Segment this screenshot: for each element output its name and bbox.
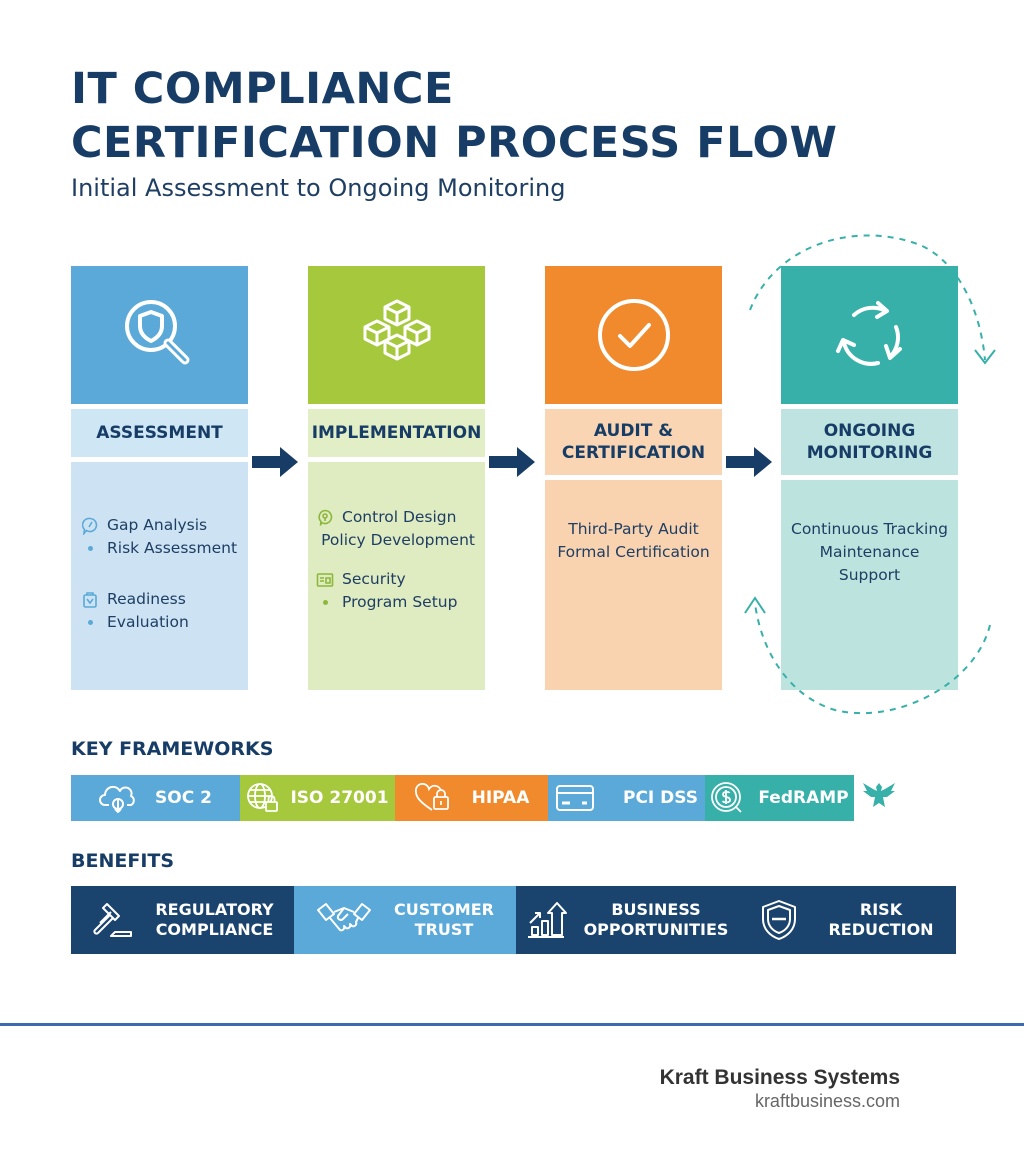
stage-icon-box (71, 266, 248, 404)
frameworks-heading: KEY FRAMEWORKS (71, 738, 274, 760)
eagle-icon (863, 783, 895, 807)
detail-text: Evaluation (107, 613, 189, 631)
detail-item: Gap Analysis (81, 514, 238, 537)
clipboard-icon (81, 591, 99, 609)
framework-soc2: SOC 2 (71, 775, 240, 821)
handshake-icon (317, 903, 372, 932)
gavel-icon (93, 903, 133, 937)
flow-arrow-icon (726, 447, 772, 477)
gauge-icon (81, 517, 99, 535)
growth-chart-icon (527, 902, 567, 938)
framework-iso27001: ISO 27001 (240, 775, 395, 821)
check-circle-icon (597, 299, 670, 371)
company-name: Kraft Business Systems (659, 1066, 900, 1089)
detail-item: Readiness (81, 588, 238, 611)
framework-hipaa: HIPAA (395, 775, 548, 821)
detail-text: Readiness (107, 590, 186, 608)
title-line-2: CERTIFICATION PROCESS FLOW (71, 118, 838, 168)
framework-pci-dss: PCI DSS (548, 775, 705, 821)
detail-item: Policy Development (316, 529, 475, 552)
refresh-cycle-icon (835, 301, 902, 366)
stage-icon-box (545, 266, 722, 404)
detail-text: Continuous Tracking (791, 520, 948, 538)
detail-text: Control Design (342, 508, 457, 526)
stage-ongoing-monitoring: ONGOING MONITORING Continuous Tracking M… (781, 266, 958, 690)
stage-details: Gap Analysis Risk Assessment Readiness E… (71, 462, 248, 690)
stage-implementation: IMPLEMENTATION Control Design Policy Dev… (308, 266, 485, 690)
detail-item: Control Design (316, 506, 475, 529)
detail-item: Evaluation (81, 611, 238, 634)
stage-title: IMPLEMENTATION (308, 409, 485, 457)
detail-text: Maintenance Support (819, 543, 920, 584)
flow-arrow-icon (489, 447, 535, 477)
detail-text: Third-Party Audit (568, 520, 699, 538)
stage-title: AUDIT & CERTIFICATION (545, 409, 722, 475)
heart-lock-icon (414, 783, 449, 811)
detail-text: Formal Certification (557, 543, 710, 561)
stage-title: ONGOING MONITORING (781, 409, 958, 475)
stage-assessment: ASSESSMENT Gap Analysis Risk Assessment … (71, 266, 248, 690)
detail-item: Security (316, 568, 475, 591)
cloud-icon (99, 785, 135, 813)
key-icon (316, 509, 334, 527)
detail-item: Program Setup (316, 591, 475, 614)
credit-card-icon (555, 785, 594, 811)
framework-fedramp: FedRAMP (705, 775, 854, 821)
cubes-icon (363, 299, 430, 361)
flow-arrow-icon (252, 447, 298, 477)
stage-details: Continuous Tracking Maintenance Support (781, 480, 958, 690)
stage-details: Control Design Policy Development Securi… (308, 462, 485, 690)
window-icon (316, 572, 334, 588)
detail-item: Risk Assessment (81, 537, 238, 560)
detail-text: Policy Development (321, 531, 475, 549)
stage-icon-box (781, 266, 958, 404)
detail-text: Security (342, 570, 406, 588)
brand-block: Kraft Business Systems kraftbusiness.com (660, 1066, 900, 1112)
benefits-heading: BENEFITS (71, 850, 175, 872)
company-url[interactable]: kraftbusiness.com (754, 1091, 900, 1111)
stage-audit-certification: AUDIT & CERTIFICATION Third-Party Audit … (545, 266, 722, 690)
magnifier-shield-icon (124, 300, 189, 365)
bullet-icon (81, 546, 99, 551)
title-line-1: IT COMPLIANCE (71, 64, 454, 114)
dollar-search-icon (711, 782, 743, 813)
stage-title: ASSESSMENT (71, 409, 248, 457)
detail-text: Program Setup (342, 593, 458, 611)
globe-lock-icon (247, 783, 279, 812)
frameworks-bar: SOC 2 ISO 27001 HIPAA PCI DSS FedRAMP (71, 775, 854, 821)
stage-details: Third-Party Audit Formal Certification (545, 480, 722, 690)
page-subtitle: Initial Assessment to Ongoing Monitoring (71, 174, 566, 202)
stage-icon-box (308, 266, 485, 404)
shield-minus-icon (762, 900, 797, 940)
detail-text: Gap Analysis (107, 516, 208, 534)
bullet-icon (316, 600, 334, 605)
detail-text: Risk Assessment (107, 539, 238, 557)
page-title: IT COMPLIANCE CERTIFICATION PROCESS FLOW (71, 62, 837, 170)
bullet-icon (81, 620, 99, 625)
footer-divider (0, 1023, 1024, 1026)
